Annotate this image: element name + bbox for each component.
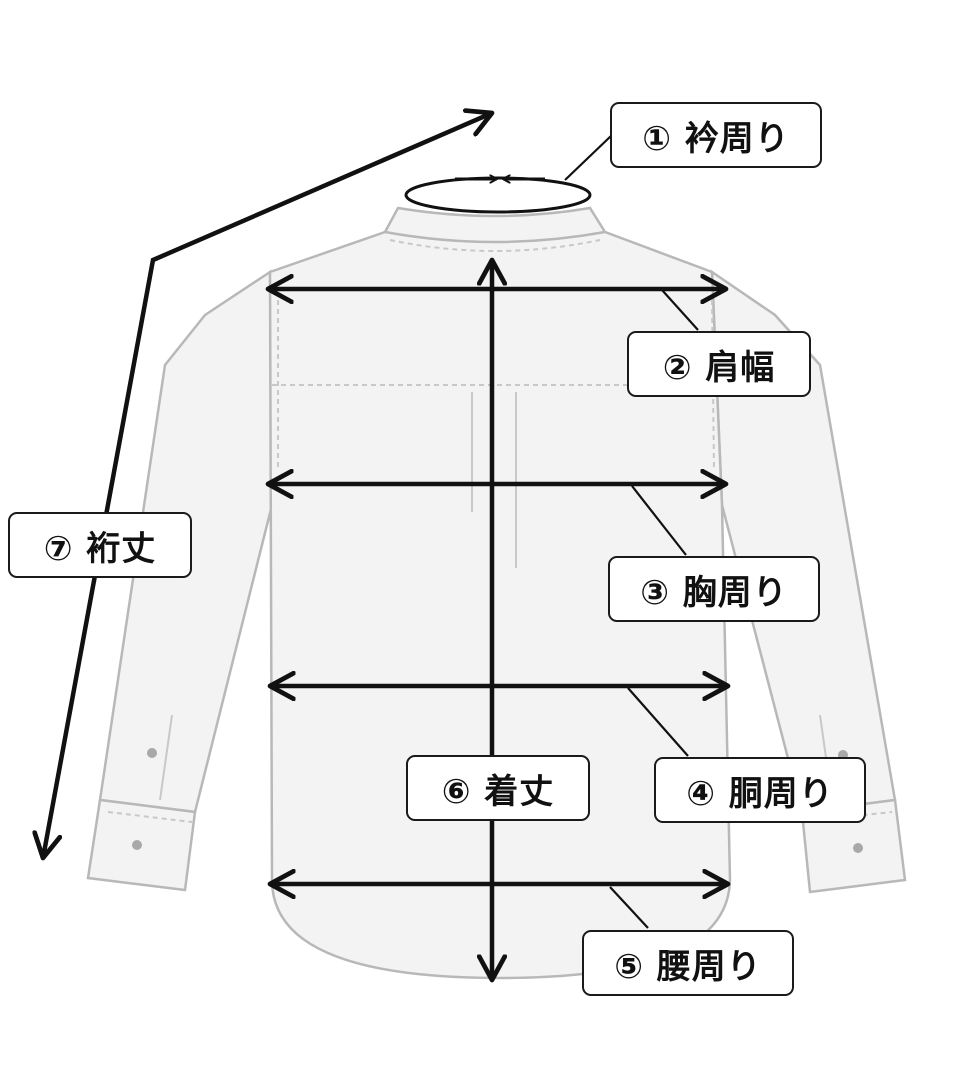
label-sleeve: ⑦ 裄丈 [8, 512, 192, 578]
label-length: ⑥ 着丈 [406, 755, 590, 821]
sleeve-length-arrow [43, 113, 492, 858]
label-shoulder: ② 肩幅 [627, 331, 811, 397]
leader-lines [609, 289, 699, 929]
label-waist: ④ 胴周り [654, 757, 866, 823]
label-collar: ① 衿周り [610, 102, 822, 168]
label-chest: ③ 胸周り [608, 556, 820, 622]
label-hip: ⑤ 腰周り [582, 930, 794, 996]
collar-measure [404, 134, 613, 214]
